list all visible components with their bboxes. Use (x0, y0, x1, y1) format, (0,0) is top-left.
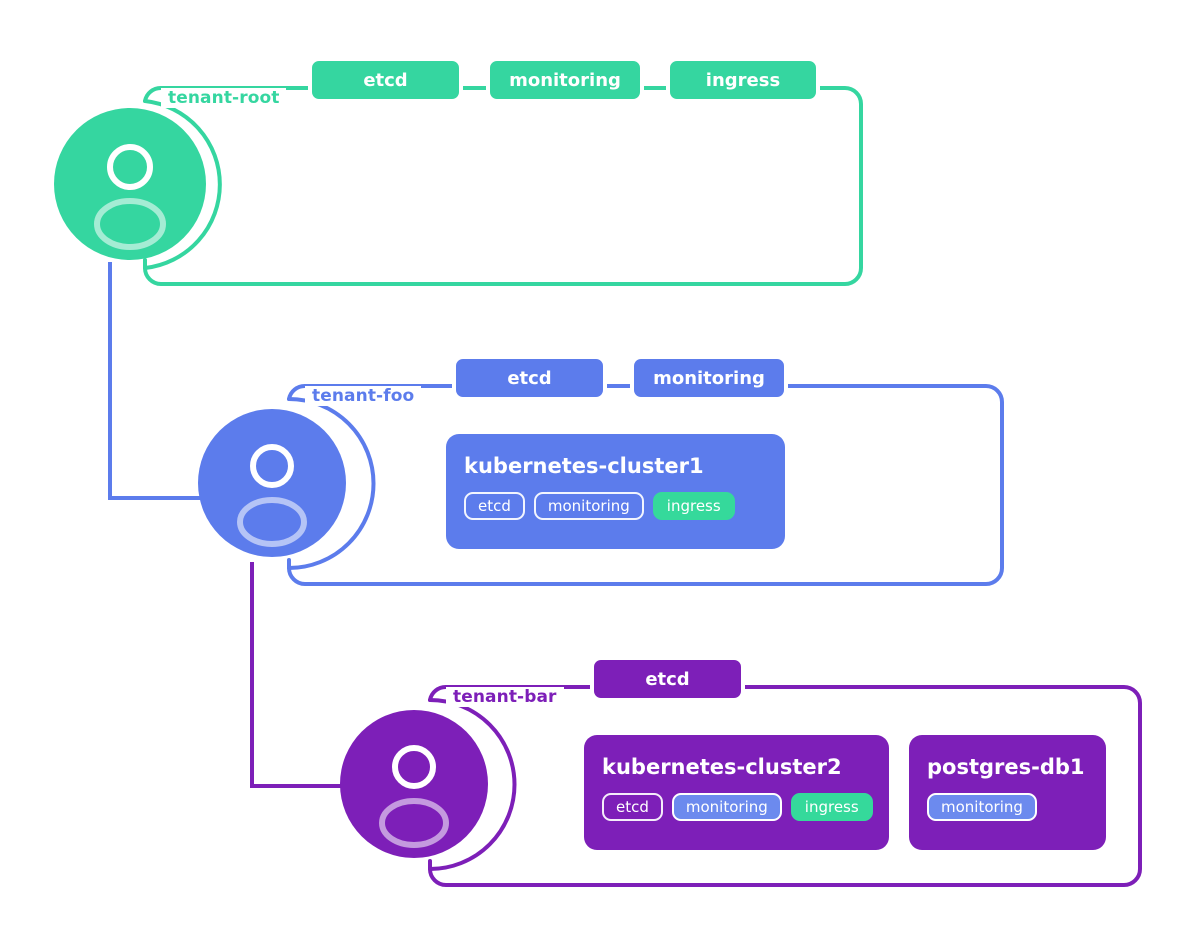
tenant-foo-label: tenant-foo (305, 386, 422, 406)
top-tag-label: ingress (705, 69, 781, 91)
resource-card-title: kubernetes-cluster1 (464, 454, 704, 478)
tenant-foo-avatar[interactable] (198, 409, 346, 557)
resource-pill-row: monitoring (927, 793, 1088, 821)
tenant-foo-top-tag-monitoring[interactable]: monitoring (630, 355, 788, 401)
tenant-root-label: tenant-root (161, 88, 287, 108)
connector-foo-to-bar (250, 562, 342, 788)
resource-card-title: postgres-db1 (927, 755, 1085, 779)
tenant-bar-label: tenant-bar (446, 687, 564, 707)
tenant-root-avatar[interactable] (54, 108, 206, 260)
resource-card-kubernetes-cluster2[interactable]: kubernetes-cluster2 etcd monitoring ingr… (584, 735, 889, 850)
pill-monitoring[interactable]: monitoring (671, 793, 782, 821)
resource-pill-row: etcd monitoring ingress (464, 492, 767, 520)
resource-card-title: kubernetes-cluster2 (602, 755, 842, 779)
pill-monitoring[interactable]: monitoring (927, 793, 1037, 821)
connector-root-to-foo (108, 262, 200, 500)
pill-etcd[interactable]: etcd (464, 492, 525, 520)
pill-ingress[interactable]: ingress (790, 793, 873, 821)
tenant-bar-container-border (428, 684, 1142, 887)
tenant-root-top-tag-monitoring[interactable]: monitoring (486, 57, 644, 103)
tenant-foo-container-border (287, 383, 1004, 586)
tenant-foo-avatar-bulge (287, 397, 376, 570)
pill-etcd[interactable]: etcd (602, 793, 663, 821)
resource-card-kubernetes-cluster1[interactable]: kubernetes-cluster1 etcd monitoring ingr… (446, 434, 785, 549)
resource-card-postgres-db1[interactable]: postgres-db1 monitoring (909, 735, 1106, 850)
user-avatar-icon (340, 710, 488, 858)
resource-pill-row: etcd monitoring ingress (602, 793, 873, 821)
top-tag-label: etcd (363, 69, 408, 91)
top-tag-label: etcd (507, 367, 552, 389)
user-avatar-icon (198, 409, 346, 557)
tenant-bar-top-tag-etcd[interactable]: etcd (590, 656, 745, 702)
tenant-bar-avatar[interactable] (340, 710, 488, 858)
top-tag-label: monitoring (653, 367, 765, 389)
tenant-root-top-tag-etcd[interactable]: etcd (308, 57, 463, 103)
tenant-root-container-border (143, 85, 863, 286)
user-avatar-icon (54, 108, 206, 260)
pill-monitoring[interactable]: monitoring (533, 492, 644, 520)
pill-ingress[interactable]: ingress (652, 492, 735, 520)
top-tag-label: monitoring (509, 69, 621, 91)
tenant-root-avatar-bulge (143, 99, 222, 270)
tenant-bar-avatar-bulge (428, 698, 517, 871)
tenant-root-top-tag-ingress[interactable]: ingress (666, 57, 820, 103)
tenant-foo-top-tag-etcd[interactable]: etcd (452, 355, 607, 401)
top-tag-label: etcd (645, 668, 690, 690)
